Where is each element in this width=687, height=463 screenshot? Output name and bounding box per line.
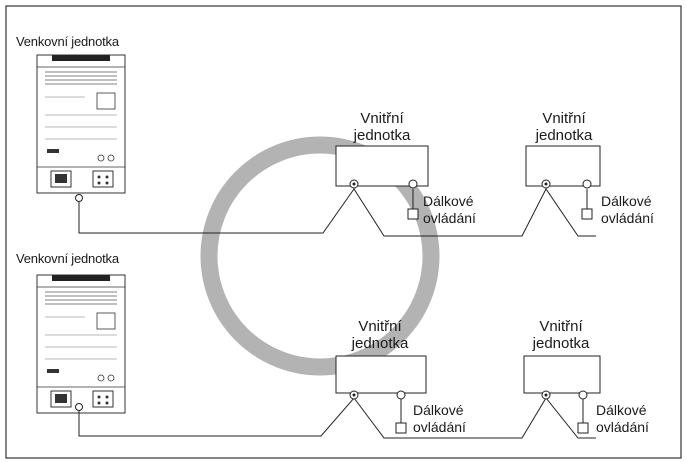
remote-label-line1: Dálkové: [596, 402, 647, 418]
remote-label-top-1: Dálkové ovládání: [423, 193, 476, 227]
wiring-top: [75, 186, 596, 237]
remote-label-line2: ovládání: [423, 210, 476, 226]
indoor-label-line1: Vnitřní: [539, 318, 583, 335]
remote-label-line2: ovládání: [601, 210, 654, 226]
indoor-unit-top-1: [335, 145, 429, 189]
indoor-unit-label-top-2: Vnitřní jednotka: [519, 110, 609, 144]
indoor-unit-label-bottom-1: Vnitřní jednotka: [335, 318, 425, 352]
indoor-unit-label-top-1: Vnitřní jednotka: [337, 110, 427, 144]
remote-label-line2: ovládání: [596, 419, 649, 435]
indoor-unit-top-2: [525, 145, 601, 189]
indoor-label-line1: Vnitřní: [360, 110, 404, 127]
remote-label-bottom-1: Dálkové ovládání: [413, 402, 466, 436]
remote-label-line1: Dálkové: [423, 193, 474, 209]
prohibition-ring: [200, 136, 440, 376]
indoor-label-line2: jednotka: [532, 335, 590, 352]
indoor-unit-bottom-2: [523, 355, 601, 400]
indoor-unit-bottom-1: [335, 355, 427, 400]
remote-control-top-2: [581, 208, 593, 220]
outdoor-unit-2: [36, 274, 126, 414]
indoor-label-line2: jednotka: [353, 127, 411, 144]
remote-label-line2: ovládání: [413, 419, 466, 435]
remote-control-top-1: [407, 208, 419, 220]
remote-label-bottom-2: Dálkové ovládání: [596, 402, 649, 436]
indoor-label-line1: Vnitřní: [542, 110, 586, 127]
remote-label-line1: Dálkové: [413, 402, 464, 418]
outdoor-terminal-1: [75, 194, 83, 202]
remote-label-top-2: Dálkové ovládání: [601, 193, 654, 227]
remote-control-bottom-2: [577, 422, 589, 434]
wiring-bottom: [75, 397, 596, 439]
indoor-label-line1: Vnitřní: [358, 318, 402, 335]
indoor-label-line2: jednotka: [351, 335, 409, 352]
diagram-frame: [5, 5, 682, 459]
indoor-label-line2: jednotka: [535, 127, 593, 144]
outdoor-unit-label-2: Venkovní jednotka: [16, 251, 119, 266]
indoor-unit-label-bottom-2: Vnitřní jednotka: [516, 318, 606, 352]
outdoor-unit-1: [36, 54, 126, 194]
remote-label-line1: Dálkové: [601, 193, 652, 209]
remote-control-bottom-1: [395, 422, 407, 434]
outdoor-terminal-2: [75, 403, 83, 411]
outdoor-unit-label-1: Venkovní jednotka: [16, 34, 119, 49]
